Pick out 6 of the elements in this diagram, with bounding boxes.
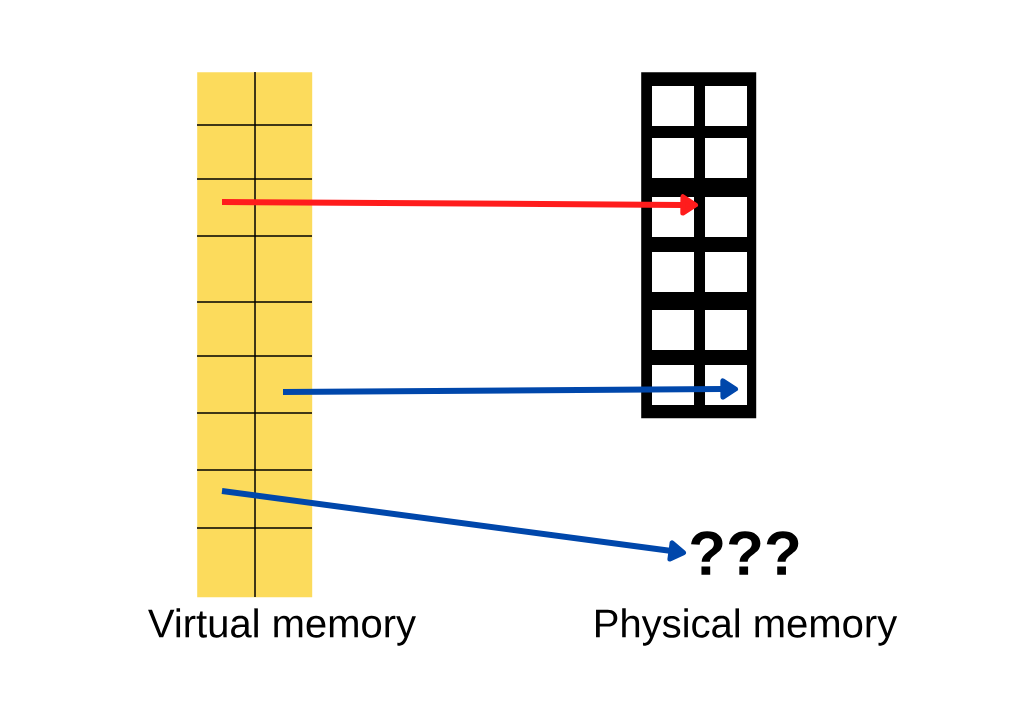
memory-label: Physical memory bbox=[596, 608, 898, 646]
memory-label: Virtual memory bbox=[148, 608, 416, 646]
arrow bbox=[283, 378, 738, 400]
question-marks: ??? bbox=[691, 531, 799, 575]
arrow bbox=[222, 194, 698, 216]
arrow bbox=[221, 488, 686, 562]
